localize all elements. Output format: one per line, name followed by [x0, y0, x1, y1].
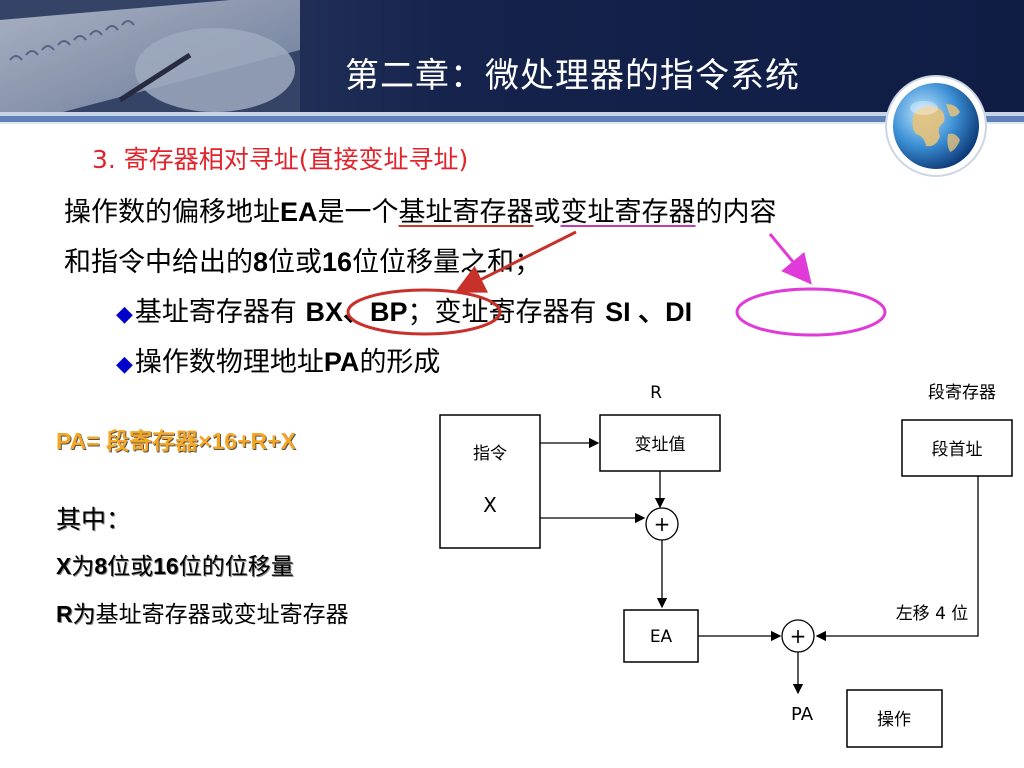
text-segment: 位的位移量 [178, 554, 294, 580]
text-segment: 的内容 [695, 197, 777, 228]
text-segment: 是一个 [317, 197, 399, 228]
number-16: 16 [322, 247, 353, 277]
pa-term: PA [323, 347, 360, 377]
header-divider-accent [0, 116, 1024, 122]
adder-2-plus: + [790, 624, 807, 648]
text-segment: 位或 [268, 247, 323, 278]
segment-base-box [901, 419, 1013, 477]
bullet-registers: ◆基址寄存器有 BX、BP；变址寄存器有 SI 、DI [116, 293, 692, 334]
note-x: X为8位或16位的位移量 [56, 550, 294, 583]
operation-label: 操作 [877, 710, 911, 730]
text-segment: 为 [71, 554, 95, 580]
base-registers-list: BX、BP [305, 297, 408, 327]
number-16: 16 [153, 553, 179, 579]
text-segment: ；变址寄存器有 [407, 297, 606, 328]
ea-box [623, 609, 699, 663]
index-value-label: 变址值 [635, 435, 686, 455]
diamond-bullet-icon: ◆ [116, 352, 133, 377]
text-segment: 操作数的偏移地址 [64, 197, 280, 228]
text-segment: 或 [533, 197, 561, 228]
ea-label: EA [650, 627, 673, 647]
paragraph-line-2: 和指令中给出的8位或16位位移量之和； [64, 243, 541, 282]
base-register-term: 基址寄存器 [398, 197, 534, 228]
arrow-segment-shift [815, 476, 979, 642]
text-segment: 基址寄存器或变址寄存器 [95, 602, 349, 628]
operation-box [846, 689, 943, 748]
section-title: 3. 寄存器相对寻址(直接变址寻址) [92, 145, 469, 174]
instruction-label: 指令 [473, 444, 507, 464]
header-divider [0, 112, 1024, 116]
index-register-highlight [735, 287, 887, 337]
pa-formula: PA= 段寄存器×16+R+X [56, 428, 296, 454]
pa-label: PA [791, 704, 814, 725]
header-banner: 第二章：微处理器的指令系统 [0, 0, 1024, 118]
index-registers-list: SI 、DI [605, 297, 693, 327]
label-r: R [650, 383, 662, 403]
instruction-box [439, 414, 541, 549]
bullet-physical-address: ◆操作数物理地址PA的形成 [116, 343, 440, 384]
x-term: X [56, 553, 72, 579]
instruction-x-label: X [483, 493, 497, 517]
text-segment: 和指令中给出的 [64, 247, 253, 278]
text-segment: 的形成 [359, 347, 441, 378]
number-8: 8 [253, 247, 269, 277]
number-8: 8 [94, 553, 108, 579]
adder-1-plus: + [654, 512, 671, 536]
header-divider-light [0, 122, 1024, 124]
paragraph-line-1: 操作数的偏移地址EA是一个基址寄存器或变址寄存器的内容 [64, 193, 777, 232]
index-register-arrow [768, 233, 812, 285]
label-segment-register: 段寄存器 [928, 383, 996, 403]
shift-left-label: 左移 4 位 [896, 604, 969, 624]
ea-term: EA [280, 197, 318, 227]
text-segment: 基址寄存器有 [134, 297, 306, 328]
index-register-term: 变址寄存器 [560, 197, 696, 228]
segment-base-label: 段首址 [932, 440, 983, 460]
page-title: 第二章：微处理器的指令系统 [345, 56, 800, 96]
text-segment: 操作数物理地址 [134, 347, 324, 378]
text-segment: 位位移量之和； [352, 247, 542, 278]
notes-heading: 其中： [56, 505, 132, 534]
globe-icon [885, 75, 987, 177]
index-value-box [599, 414, 721, 472]
diamond-bullet-icon: ◆ [116, 302, 133, 327]
address-diagram: R 段寄存器 指令 X 变址值 段首址 + EA + 左移 4 位 PA 操作 [439, 383, 1013, 748]
notebook-image [0, 0, 300, 118]
text-segment: 位或 [107, 554, 154, 580]
r-term: R [56, 601, 73, 627]
note-r: R为基址寄存器或变址寄存器 [56, 598, 349, 631]
text-segment: 为 [72, 602, 96, 628]
